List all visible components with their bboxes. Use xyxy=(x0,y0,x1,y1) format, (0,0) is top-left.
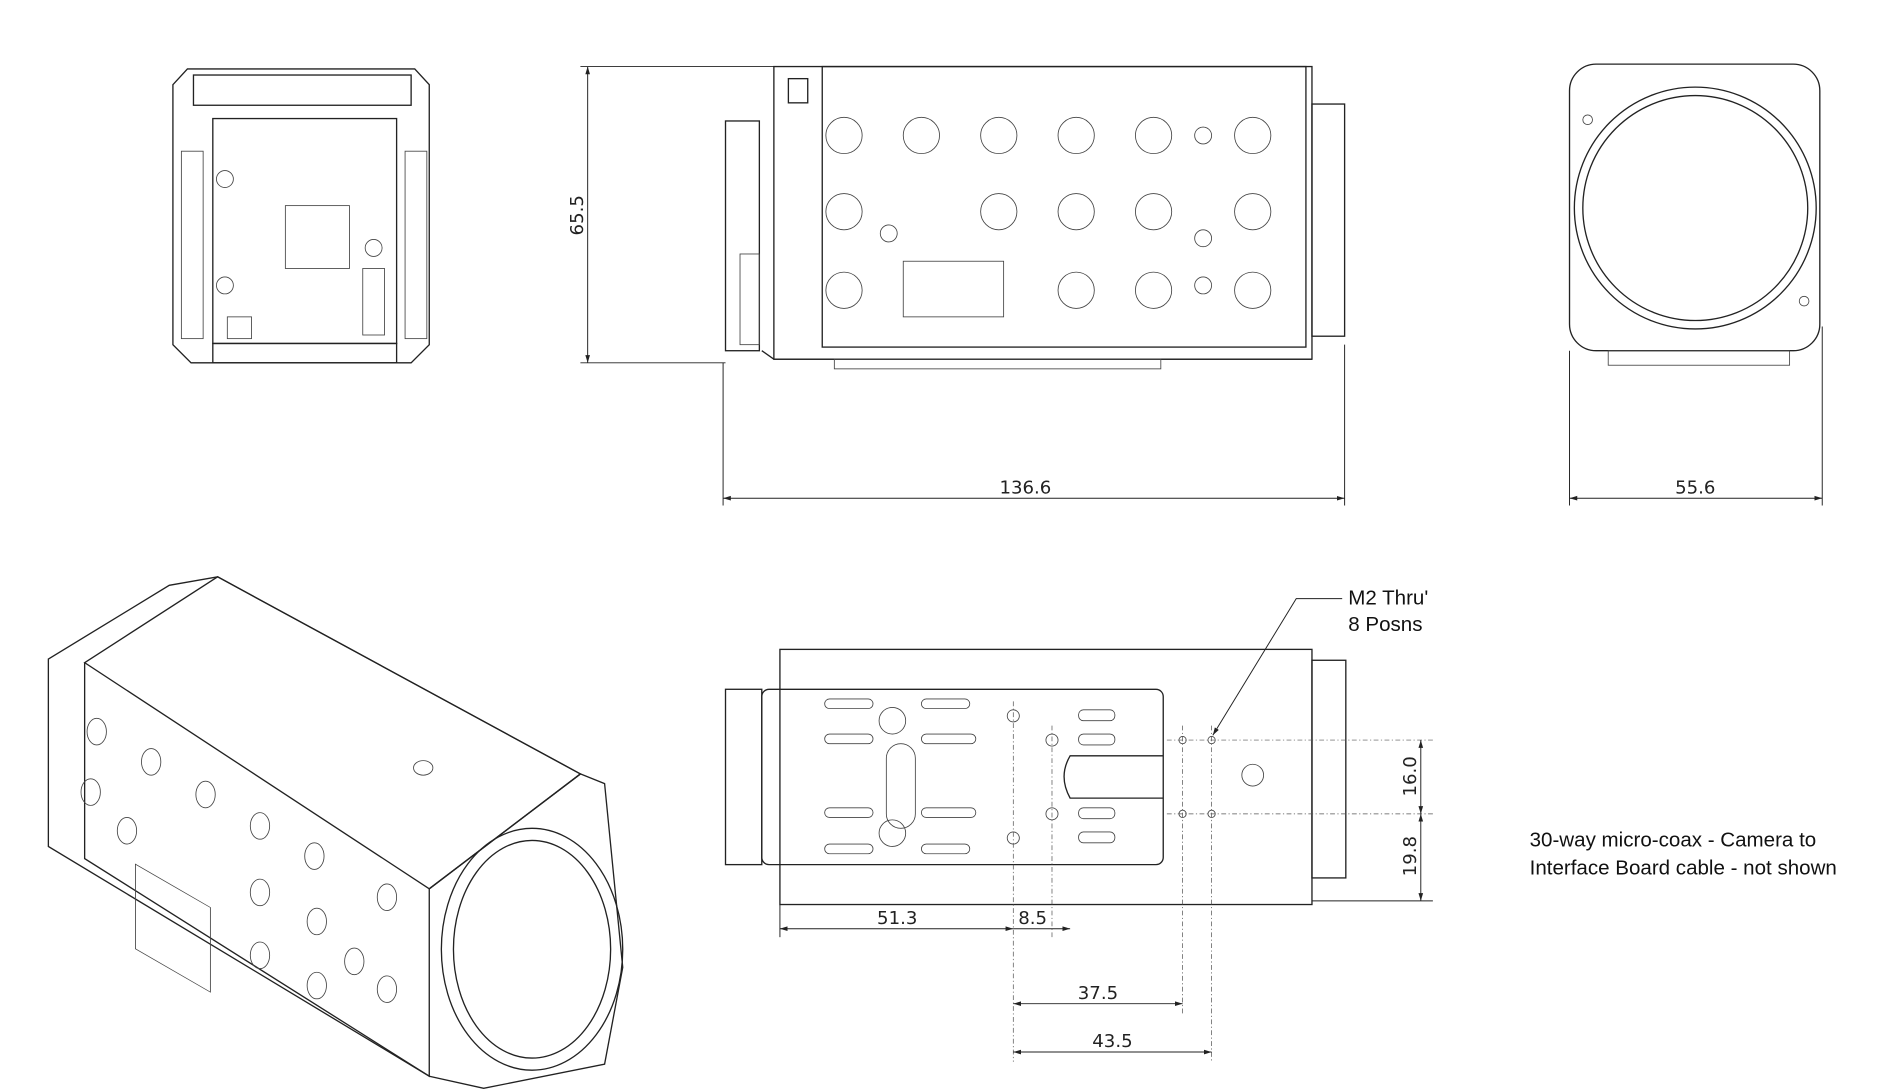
callout-line-2: 8 Posns xyxy=(1348,613,1422,636)
front-view: 55.6 xyxy=(1568,63,1823,506)
callout-line-1: M2 Thru' xyxy=(1348,587,1428,610)
height-dimension: 65.5 xyxy=(567,195,588,235)
bottom-view: 16.0 19.8 51.3 8.5 37.5 43.5 M2 Thru' 8 … xyxy=(724,587,1433,1062)
note-line-2: Interface Board cable - not shown xyxy=(1530,856,1837,879)
width-dimension: 55.6 xyxy=(1675,477,1715,498)
hole-offset-y-dimension: 19.8 xyxy=(1400,836,1421,876)
hole-pitch-y-dimension: 16.0 xyxy=(1400,756,1421,796)
rear-view xyxy=(172,68,430,364)
length-dimension: 136.6 xyxy=(999,477,1051,498)
isometric-view xyxy=(47,576,624,1089)
hole-span-1-dimension: 37.5 xyxy=(1078,983,1118,1004)
hole-pitch-x-dimension: 8.5 xyxy=(1018,908,1047,929)
note-line-1: 30-way micro-coax - Camera to xyxy=(1530,828,1817,851)
mount-offset-dimension: 51.3 xyxy=(877,908,917,929)
hole-span-2-dimension: 43.5 xyxy=(1092,1031,1132,1052)
side-view: 65.5 136.6 xyxy=(567,65,1346,506)
